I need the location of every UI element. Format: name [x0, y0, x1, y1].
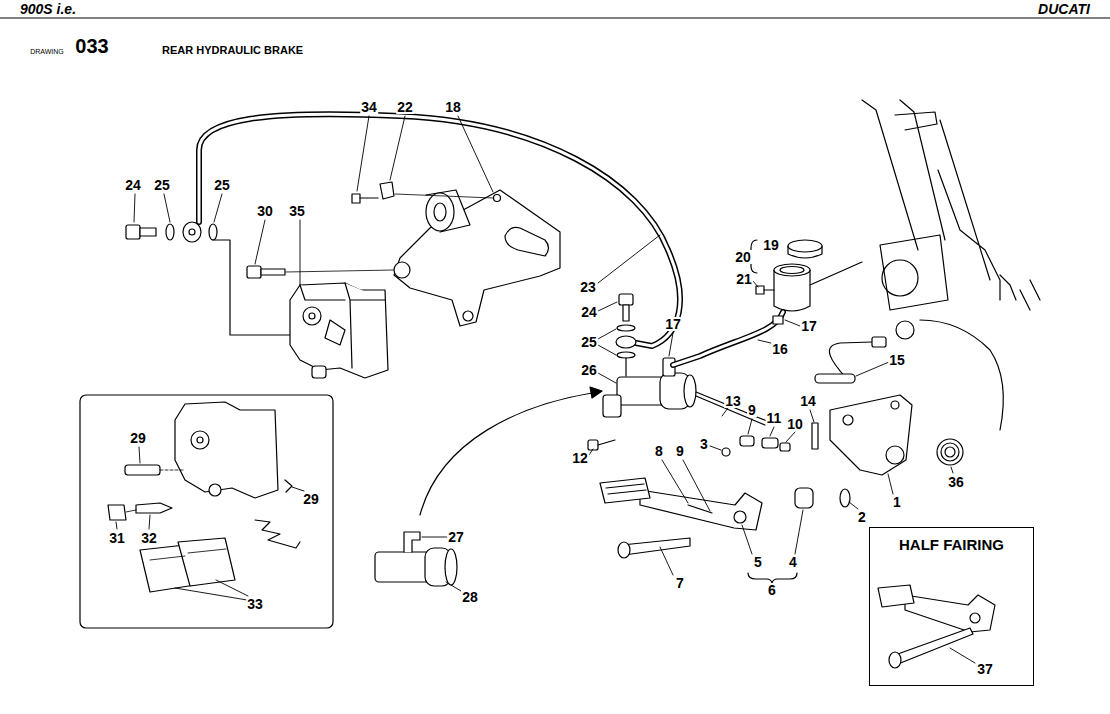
callout-number: 37 [976, 662, 994, 676]
callout-number: 24 [124, 178, 142, 192]
callout-number: 14 [799, 394, 817, 408]
leader-lines [116, 116, 975, 663]
callout-number: 15 [888, 353, 906, 367]
callout-number: 12 [571, 451, 589, 465]
callout-number: 19 [762, 238, 780, 252]
callout-number: 25 [213, 178, 231, 192]
callout-number: 18 [444, 100, 462, 114]
callout-number: 9 [747, 403, 757, 417]
callout-number: 35 [288, 204, 306, 218]
callout-number: 33 [246, 597, 264, 611]
callout-number: 21 [735, 272, 753, 286]
callout-number: 26 [580, 363, 598, 377]
brake-hose [199, 114, 680, 346]
brake-light-switch [815, 337, 886, 383]
half-fairing-pedal [878, 585, 995, 668]
callout-number: 9 [675, 444, 685, 458]
callout-number: 2 [857, 510, 867, 524]
callout-number: 3 [699, 437, 709, 451]
callout-arrow [420, 393, 592, 515]
pushrod [696, 392, 818, 456]
callout-number: 24 [580, 305, 598, 319]
callout-number: 16 [771, 342, 789, 356]
pedal-pivot [795, 395, 963, 508]
callout-number: 32 [140, 531, 158, 545]
arrowhead [590, 387, 602, 398]
reservoir-hose [673, 312, 783, 365]
callout-number: 27 [447, 530, 465, 544]
callout-number: 7 [675, 576, 685, 590]
drawing-number: 033 [74, 36, 109, 56]
callout-number: 4 [788, 555, 798, 569]
callout-number: 34 [360, 100, 378, 114]
box-heading: HALF FAIRING [870, 536, 1033, 553]
callout-number: 5 [753, 555, 763, 569]
callout-number: 11 [766, 411, 783, 425]
callout-number: 8 [654, 444, 664, 458]
model-name: 900S i.e. [19, 2, 77, 16]
callout-number: 30 [256, 204, 274, 218]
callout-number: 17 [800, 319, 818, 333]
callout-number: 28 [461, 590, 479, 604]
master-cylinder [588, 294, 696, 450]
callout-number: 22 [396, 100, 414, 114]
callout-number: 13 [724, 394, 742, 408]
callout-number: 1 [892, 495, 902, 509]
callout-number: 36 [947, 475, 965, 489]
master-cylinder-alt [375, 532, 457, 586]
callout-number: 25 [580, 335, 598, 349]
callout-number: 20 [734, 250, 752, 264]
banjo-assembly [126, 222, 290, 335]
caliper-inset [80, 395, 333, 628]
callout-number: 17 [664, 317, 682, 331]
brand-name: DUCATI [1037, 2, 1091, 16]
callout-number: 25 [153, 178, 171, 192]
callout-number: 29 [302, 492, 320, 506]
brake-caliper [247, 266, 394, 378]
header-rule [0, 17, 1110, 18]
drawing-caption: DRAWING [29, 48, 65, 55]
callout-number: 29 [129, 431, 147, 445]
callout-number: 10 [786, 417, 804, 431]
callout-number: 6 [767, 583, 777, 597]
caliper-bracket [352, 182, 560, 326]
inset-box: HALF FAIRING [869, 527, 1034, 686]
drawing-title: REAR HYDRAULIC BRAKE [162, 44, 303, 56]
callout-number: 23 [579, 280, 597, 294]
frame [862, 100, 1040, 430]
callout-number: 31 [108, 531, 126, 545]
brake-pedal [600, 478, 797, 584]
